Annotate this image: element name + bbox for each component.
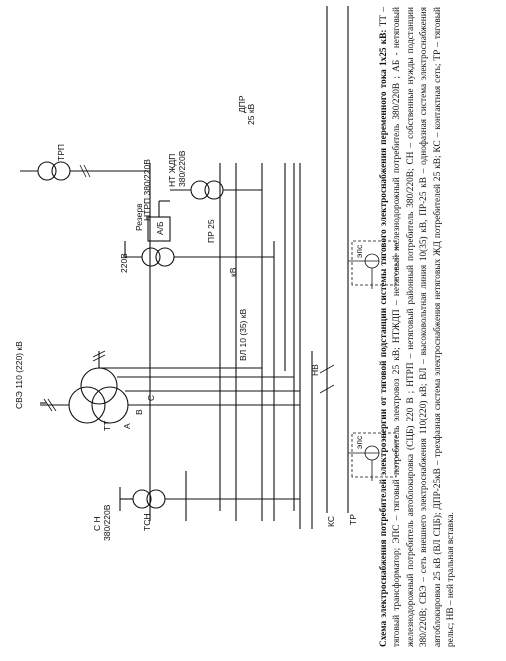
label-phase-a: А bbox=[122, 423, 132, 429]
sve-tick-2 bbox=[47, 398, 57, 412]
label-dpr-kv: 25 кВ bbox=[246, 103, 256, 125]
label-pr25: ПР 25 bbox=[206, 219, 216, 243]
sve-feeder bbox=[40, 398, 57, 412]
tt-winding-2 bbox=[91, 386, 129, 424]
eps-unit-right bbox=[348, 240, 397, 289]
vl-tick-1 bbox=[92, 354, 106, 362]
label-trp: ТРП bbox=[56, 144, 66, 161]
label-dpr: ДПР bbox=[237, 95, 247, 113]
label-phase-c: С bbox=[146, 395, 156, 401]
label-ntrp: НТРП 380/220В bbox=[142, 159, 152, 221]
caption-title: Схема электроснабжения потребителей элек… bbox=[379, 29, 389, 647]
trp-tick-2 bbox=[83, 164, 91, 178]
trp-winding-1 bbox=[37, 161, 57, 181]
sve-tick-1 bbox=[43, 398, 53, 412]
vl-feeder bbox=[92, 350, 106, 368]
label-sn-v: 380/220В bbox=[102, 504, 112, 541]
label-rezerv: Резерв bbox=[134, 203, 144, 231]
eps-left-frame bbox=[351, 432, 397, 478]
eps-unit-left bbox=[348, 432, 397, 481]
label-tt: ТТ bbox=[102, 421, 112, 431]
label-ab: А/Б bbox=[155, 221, 165, 235]
diagram-labels: НТРП 380/220В ТРП ДПР 25 кВ НТ ЖДП 380/2… bbox=[14, 95, 364, 541]
bus-lines bbox=[149, 6, 349, 529]
caption-body: ТТ – тяговый трансформатор; ЭПС – тяговы… bbox=[379, 7, 457, 647]
label-eps-right: эпс bbox=[354, 244, 364, 258]
label-eps-left: эпс bbox=[354, 435, 364, 449]
label-vl: ВЛ 10 (35) кВ bbox=[238, 308, 248, 361]
ntzhdp-winding-1 bbox=[190, 180, 210, 200]
label-nv: НВ bbox=[310, 364, 320, 376]
figure-caption: Схема электроснабжения потребителей элек… bbox=[378, 7, 458, 647]
tt-winding-3 bbox=[80, 367, 118, 405]
label-phase-b: В bbox=[134, 409, 144, 415]
eps-right-frame bbox=[351, 240, 397, 286]
ab-winding-2 bbox=[155, 247, 175, 267]
vl-tick-2 bbox=[92, 350, 106, 358]
traction-transformer bbox=[40, 367, 300, 424]
label-tr: ТР bbox=[348, 514, 358, 525]
label-kv: кВ bbox=[228, 267, 238, 277]
trp-tick-1 bbox=[79, 164, 87, 178]
tsn-transformer bbox=[119, 487, 300, 511]
label-ntzhdp: НТ ЖДП bbox=[167, 154, 177, 187]
neutral-insertion bbox=[319, 364, 335, 394]
label-ntzhdp-v: 380/220В bbox=[177, 150, 187, 187]
label-ks: КС bbox=[326, 516, 336, 527]
trp-winding-2 bbox=[51, 161, 71, 181]
tsn-winding-1 bbox=[132, 489, 152, 509]
ntzhdp-transformer bbox=[170, 180, 262, 200]
tt-winding-1 bbox=[68, 386, 106, 424]
ab-winding-1 bbox=[141, 247, 161, 267]
nv-break-2 bbox=[319, 364, 335, 374]
ab-transformer bbox=[124, 200, 274, 267]
label-tsn: ТСН bbox=[142, 514, 152, 531]
nv-break-1 bbox=[319, 384, 335, 394]
label-sve: СВЭ 110 (220) кВ bbox=[14, 341, 24, 409]
trp-transformer bbox=[20, 161, 150, 181]
label-sn: С Н bbox=[92, 516, 102, 531]
label-220v: 220В bbox=[119, 253, 129, 273]
